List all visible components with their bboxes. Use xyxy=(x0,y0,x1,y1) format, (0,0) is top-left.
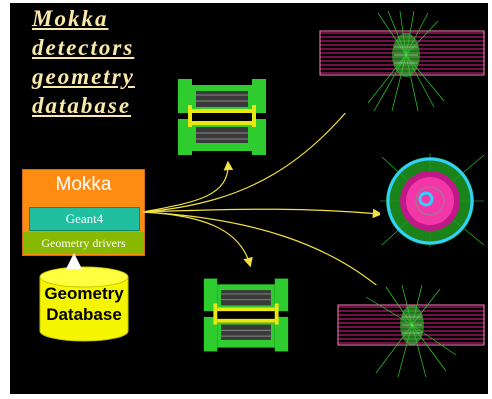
detector-section-bottom-icon xyxy=(201,276,291,354)
database-label-line1: Geometry xyxy=(44,284,124,303)
database-label: Geometry Database xyxy=(38,283,130,325)
arrow-to-right-detector xyxy=(142,208,383,219)
database-cylinder-icon xyxy=(39,266,129,342)
title-line-3: geometry xyxy=(32,64,135,89)
geometry-drivers-box: Geometry drivers xyxy=(23,232,144,254)
arrow-to-bottom-right-detector xyxy=(142,211,390,297)
detector-event-display-bottom-icon xyxy=(336,285,486,377)
arrow-to-bottom-detector xyxy=(142,211,253,268)
arrow-to-top-detector xyxy=(142,160,234,213)
geant4-box: Geant4 xyxy=(29,207,140,231)
detector-section-top-icon xyxy=(176,77,268,157)
title-line-4: database xyxy=(32,93,132,118)
mokka-box: Mokka Geant4 Geometry drivers xyxy=(22,169,145,256)
database-label-line2: Database xyxy=(46,305,122,324)
title-line-1: Mokka xyxy=(32,6,109,31)
mokka-label: Mokka xyxy=(55,174,112,195)
detector-event-display-top-icon xyxy=(318,11,486,113)
slide-title: Mokka detectors geometry database xyxy=(32,4,162,120)
title-line-2: detectors xyxy=(32,35,135,60)
slide: Mokka detectors geometry database Mokka … xyxy=(10,3,488,394)
detector-end-view-icon xyxy=(380,153,486,247)
